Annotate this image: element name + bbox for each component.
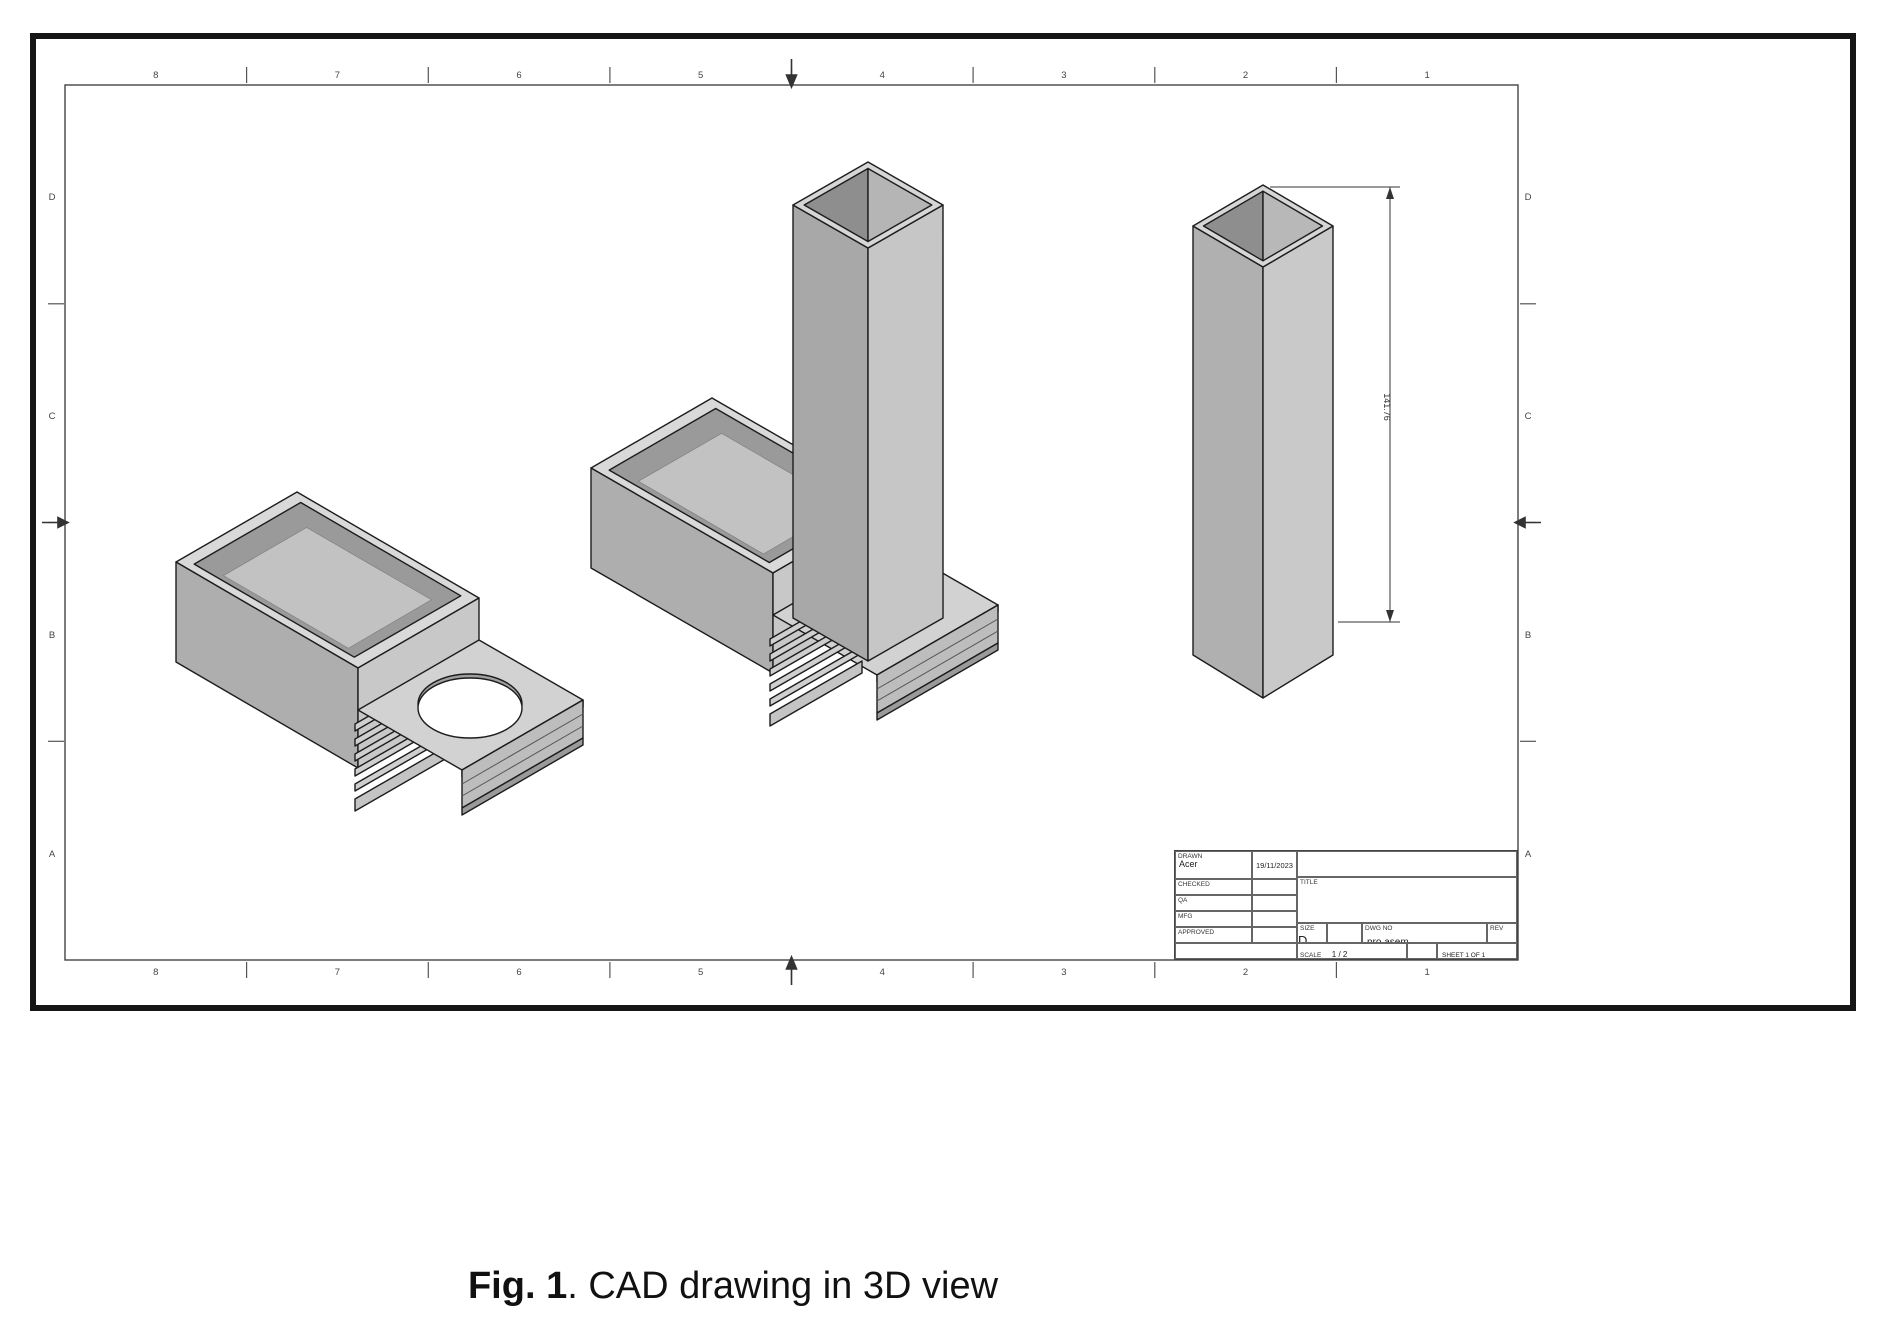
square-tube <box>792 161 944 662</box>
approved-cell: APPROVED <box>1175 927 1252 943</box>
zone-col-label: 8 <box>153 967 158 978</box>
part-assembly <box>590 161 999 727</box>
zone-col-label: 6 <box>516 70 521 81</box>
cage-cell <box>1327 923 1362 943</box>
caption-text: . CAD drawing in 3D view <box>567 1265 999 1307</box>
zone-col-label: 4 <box>880 70 885 81</box>
center-mark-right <box>1513 516 1541 529</box>
zone-col-label: 8 <box>153 70 158 81</box>
figure-caption: Fig. 1. CAD drawing in 3D view <box>468 1265 998 1308</box>
upper-right-cell <box>1297 851 1517 877</box>
drawn-name: Acer <box>1179 859 1198 870</box>
sheet-label: SHEET 1 OF 1 <box>1442 952 1486 959</box>
tube-interior-right <box>1262 190 1324 262</box>
drawn-label: DRAWN <box>1178 853 1203 860</box>
dwg-no-value: pro asem <box>1367 937 1409 943</box>
size-value: D <box>1298 933 1308 943</box>
qa-cell: QA <box>1175 895 1252 911</box>
dimension-arrow <box>1386 610 1394 622</box>
channel-line <box>461 713 584 785</box>
zone-col-label: 6 <box>516 967 521 978</box>
qa-date-cell <box>1252 895 1297 911</box>
approved-date-cell <box>1252 927 1297 943</box>
scale-cell: SCALE 1 / 2 <box>1297 943 1407 959</box>
mfg-date-cell <box>1252 911 1297 927</box>
zone-labels-left: D C B A <box>49 192 56 860</box>
dwg-no-label: DWG NO <box>1365 925 1393 932</box>
size-cell: SIZE D <box>1297 923 1327 943</box>
scale-value: 1 / 2 <box>1331 950 1348 959</box>
zone-row-label: A <box>1525 849 1532 860</box>
channel-line <box>461 725 584 797</box>
zone-row-label: D <box>1525 192 1532 203</box>
sheet-cell: SHEET 1 OF 1 <box>1437 943 1517 959</box>
mfg-cell: MFG <box>1175 911 1252 927</box>
drawn-cell: DRAWN Acer <box>1175 851 1252 879</box>
rev-cell: REV <box>1487 923 1517 943</box>
checked-label: CHECKED <box>1178 881 1210 888</box>
caption-number: Fig. 1 <box>467 1265 568 1307</box>
zone-col-label: 1 <box>1424 70 1429 81</box>
channel-line <box>876 618 999 690</box>
zone-row-label: B <box>1525 630 1531 641</box>
cad-sheet: 8 7 6 5 4 3 2 1 8 7 6 5 4 3 2 1 D C B A <box>42 59 1541 985</box>
zone-col-label: 1 <box>1424 967 1429 978</box>
part-tube <box>1192 184 1334 699</box>
channel-bottom <box>769 660 863 727</box>
zone-col-label: 3 <box>1061 967 1066 978</box>
zone-row-label: B <box>49 630 55 641</box>
scale-label: SCALE <box>1300 952 1322 959</box>
center-mark-top <box>785 59 798 90</box>
end-wall-edge <box>876 642 999 721</box>
dimension-text: 141.76 <box>1382 393 1392 421</box>
title-cell: TITLE <box>1297 877 1517 923</box>
zone-col-label: 4 <box>880 967 885 978</box>
zone-col-label: 7 <box>335 967 340 978</box>
mfg-label: MFG <box>1178 913 1193 920</box>
tube-right-face <box>1262 225 1334 699</box>
zone-row-label: D <box>49 192 56 203</box>
tube-left-face <box>1192 225 1264 699</box>
checked-date-cell <box>1252 879 1297 895</box>
dimension-arrow <box>1386 187 1394 199</box>
approved-label: APPROVED <box>1178 929 1215 936</box>
title-label: TITLE <box>1300 879 1318 886</box>
center-mark-left <box>42 516 70 529</box>
drawing-sheet-frame: 8 7 6 5 4 3 2 1 8 7 6 5 4 3 2 1 D C B A <box>30 33 1856 1011</box>
tube-left-face <box>792 204 869 662</box>
zone-col-label: 5 <box>698 967 703 978</box>
qa-label: QA <box>1178 897 1188 904</box>
zone-labels-bottom: 8 7 6 5 4 3 2 1 <box>153 967 1430 978</box>
zone-col-label: 2 <box>1243 70 1248 81</box>
part-box-with-flange <box>175 491 584 816</box>
hole <box>417 677 523 739</box>
zone-col-label: 5 <box>698 70 703 81</box>
drawn-date: 19/11/2023 <box>1256 861 1293 870</box>
zone-labels-top: 8 7 6 5 4 3 2 1 <box>153 70 1430 81</box>
tube-right-face <box>867 204 944 662</box>
zone-row-label: C <box>1525 411 1532 422</box>
end-wall-edge <box>461 737 584 816</box>
zone-col-label: 3 <box>1061 70 1066 81</box>
rev-label: REV <box>1490 925 1504 932</box>
channel-line <box>876 630 999 702</box>
zone-row-label: A <box>49 849 56 860</box>
title-block: DRAWN Acer 19/11/2023 CHECKED QA MFG APP… <box>1174 850 1518 960</box>
dwg-no-cell: DWG NO pro asem <box>1362 923 1487 943</box>
tube-interior-right <box>867 167 933 243</box>
drawn-date-cell: 19/11/2023 <box>1252 851 1297 879</box>
weight-cell <box>1407 943 1437 959</box>
zone-labels-right: D C B A <box>1525 192 1532 860</box>
height-dimension: 141.76 <box>1270 186 1400 623</box>
size-label: SIZE <box>1300 925 1315 932</box>
spare-cell <box>1175 943 1297 959</box>
zone-col-label: 7 <box>335 70 340 81</box>
box-floor <box>222 527 433 649</box>
center-mark-bottom <box>785 954 798 985</box>
checked-cell: CHECKED <box>1175 879 1252 895</box>
zone-col-label: 2 <box>1243 967 1248 978</box>
zone-row-label: C <box>49 411 56 422</box>
